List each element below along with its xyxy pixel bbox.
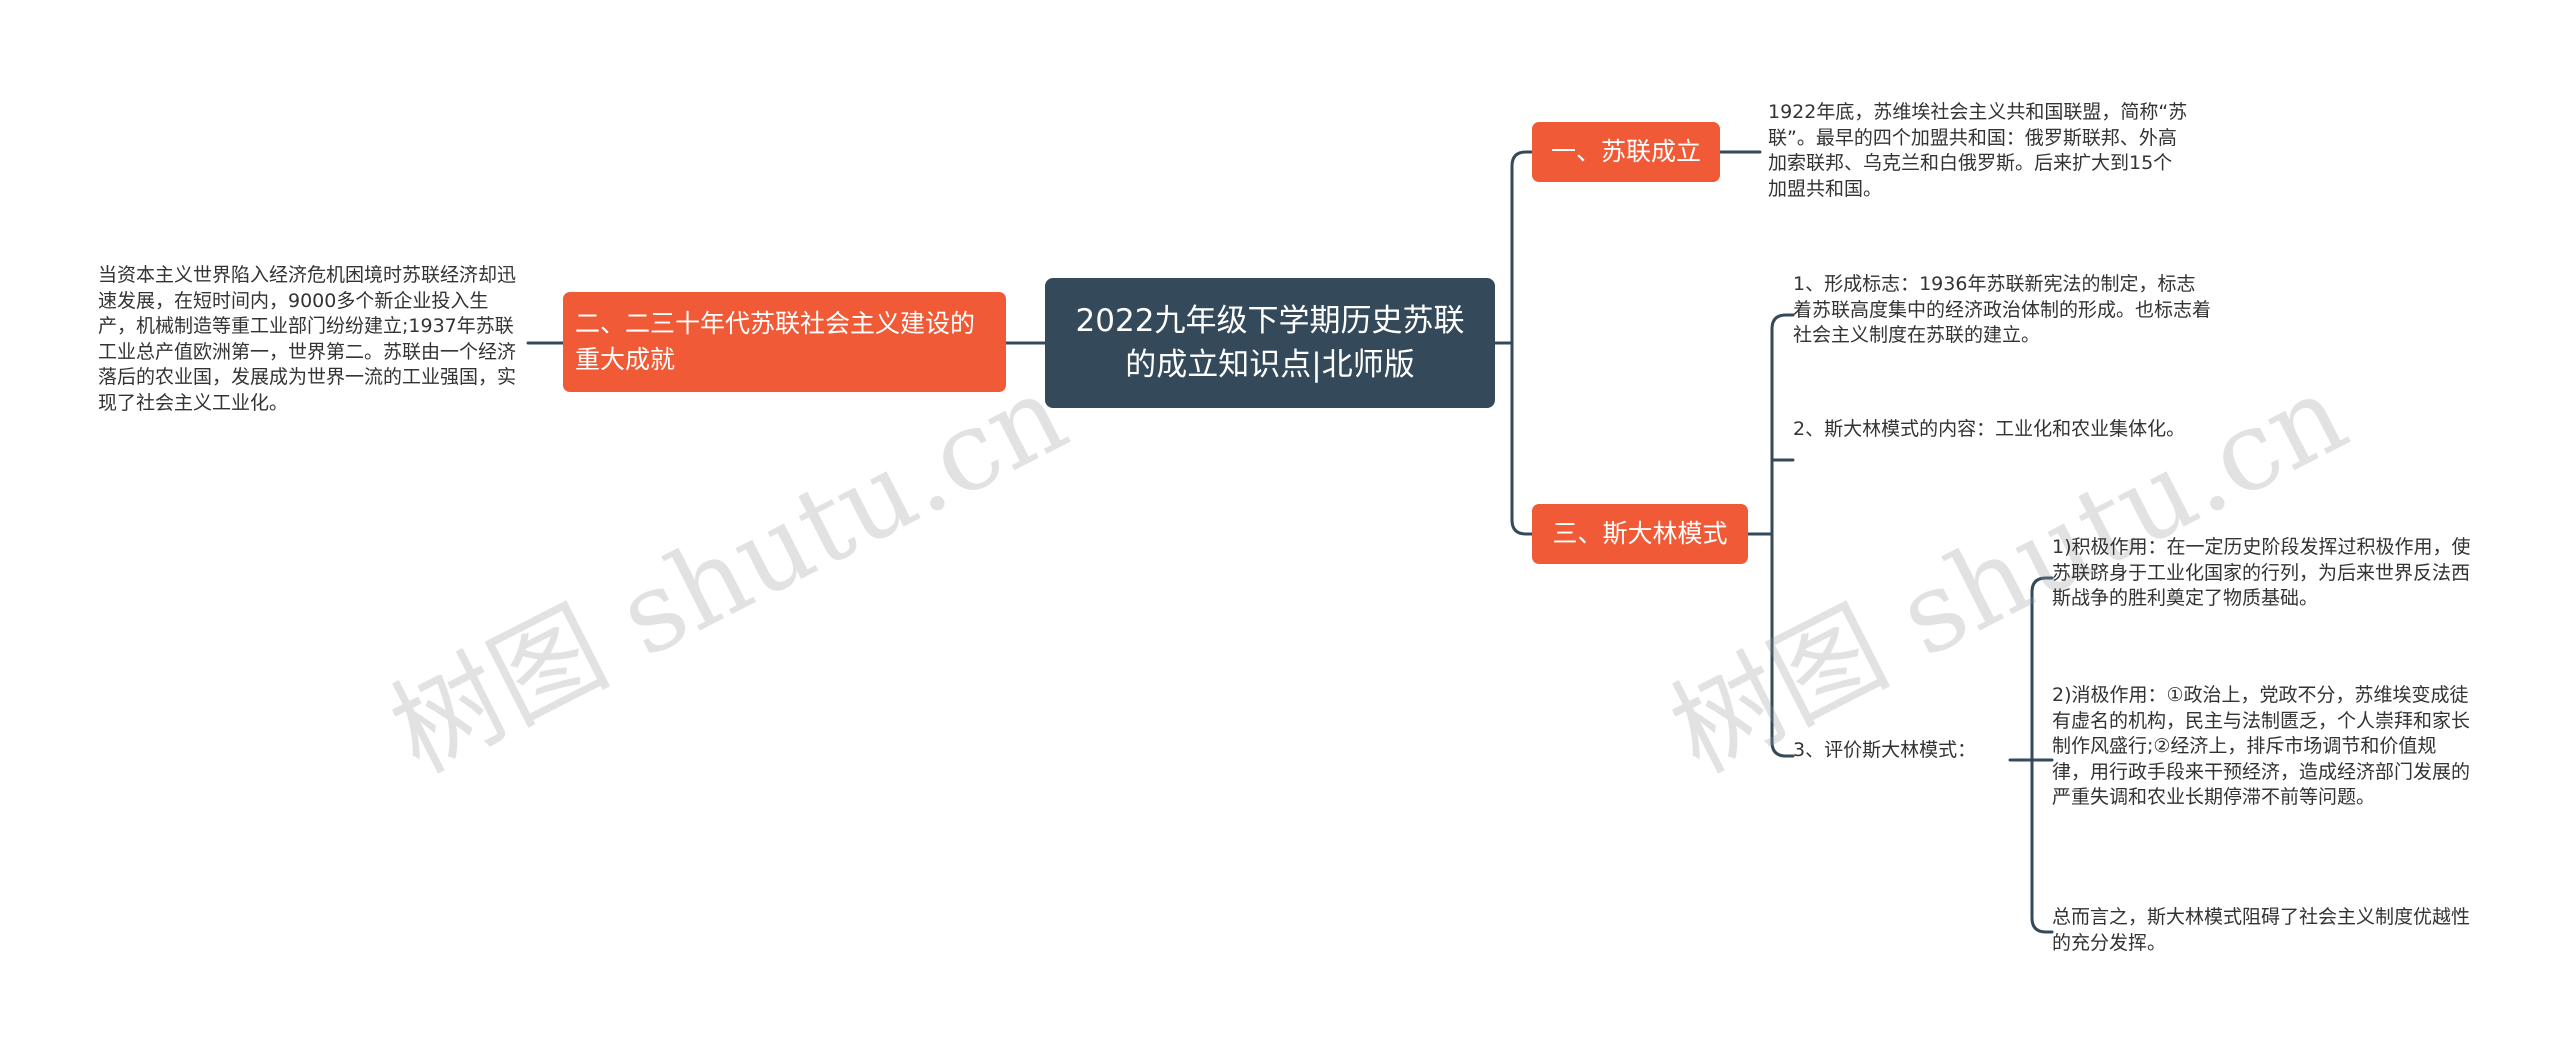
leaf-stalin-mark[interactable]: 1、形成标志：1936年苏联新宪法的制定，标志着苏联高度集中的经济政治体制的形成…	[1793, 273, 2212, 346]
branch-socialist-construction[interactable]: 二、二三十年代苏联社会主义建设的重大成就	[563, 292, 1006, 392]
branch-stalin-model[interactable]: 三、斯大林模式	[1532, 504, 1748, 564]
branch-label: 三、斯大林模式	[1552, 519, 1728, 548]
branch-soviet-founding[interactable]: 一、苏联成立	[1532, 122, 1720, 182]
branch-label: 一、苏联成立	[1550, 137, 1701, 166]
leaf-achievements-text[interactable]: 当资本主义世界陷入经济危机困境时苏联经济却迅速发展，在短时间内，9000多个新企…	[98, 264, 517, 414]
leaf-stalin-evaluation[interactable]: 3、评价斯大林模式：	[1793, 739, 1977, 761]
leaf-eval-negative[interactable]: 2)消极作用：①政治上，党政不分，苏维埃变成徒有虚名的机构，民主与法制匮乏，个人…	[2052, 684, 2471, 808]
link-leaf-eval	[1770, 532, 1795, 758]
link-branch-3	[1510, 341, 1534, 536]
link-eval-summary	[2030, 758, 2054, 934]
root-topic-label: 2022九年级下学期历史苏联的成立知识点|北师版	[1075, 303, 1465, 383]
root-topic[interactable]: 2022九年级下学期历史苏联的成立知识点|北师版	[1045, 278, 1495, 408]
leaf-stalin-content[interactable]: 2、斯大林模式的内容：工业化和农业集体化。	[1793, 418, 2186, 440]
link-eval-positive	[2030, 576, 2054, 762]
branch-label: 二、二三十年代苏联社会主义建设的重大成就	[575, 309, 976, 374]
leaf-founding-text[interactable]: 1922年底，苏维埃社会主义共和国联盟，简称“苏联”。最早的四个加盟共和国：俄罗…	[1768, 101, 2188, 200]
leaf-eval-summary[interactable]: 总而言之，斯大林模式阻碍了社会主义制度优越性的充分发挥。	[2052, 906, 2471, 954]
link-branch-1	[1510, 150, 1534, 345]
link-leaf-mark	[1770, 313, 1795, 536]
leaf-eval-positive[interactable]: 1)积极作用：在一定历史阶段发挥过积极作用，使苏联跻身于工业化国家的行列，为后来…	[2052, 536, 2471, 609]
